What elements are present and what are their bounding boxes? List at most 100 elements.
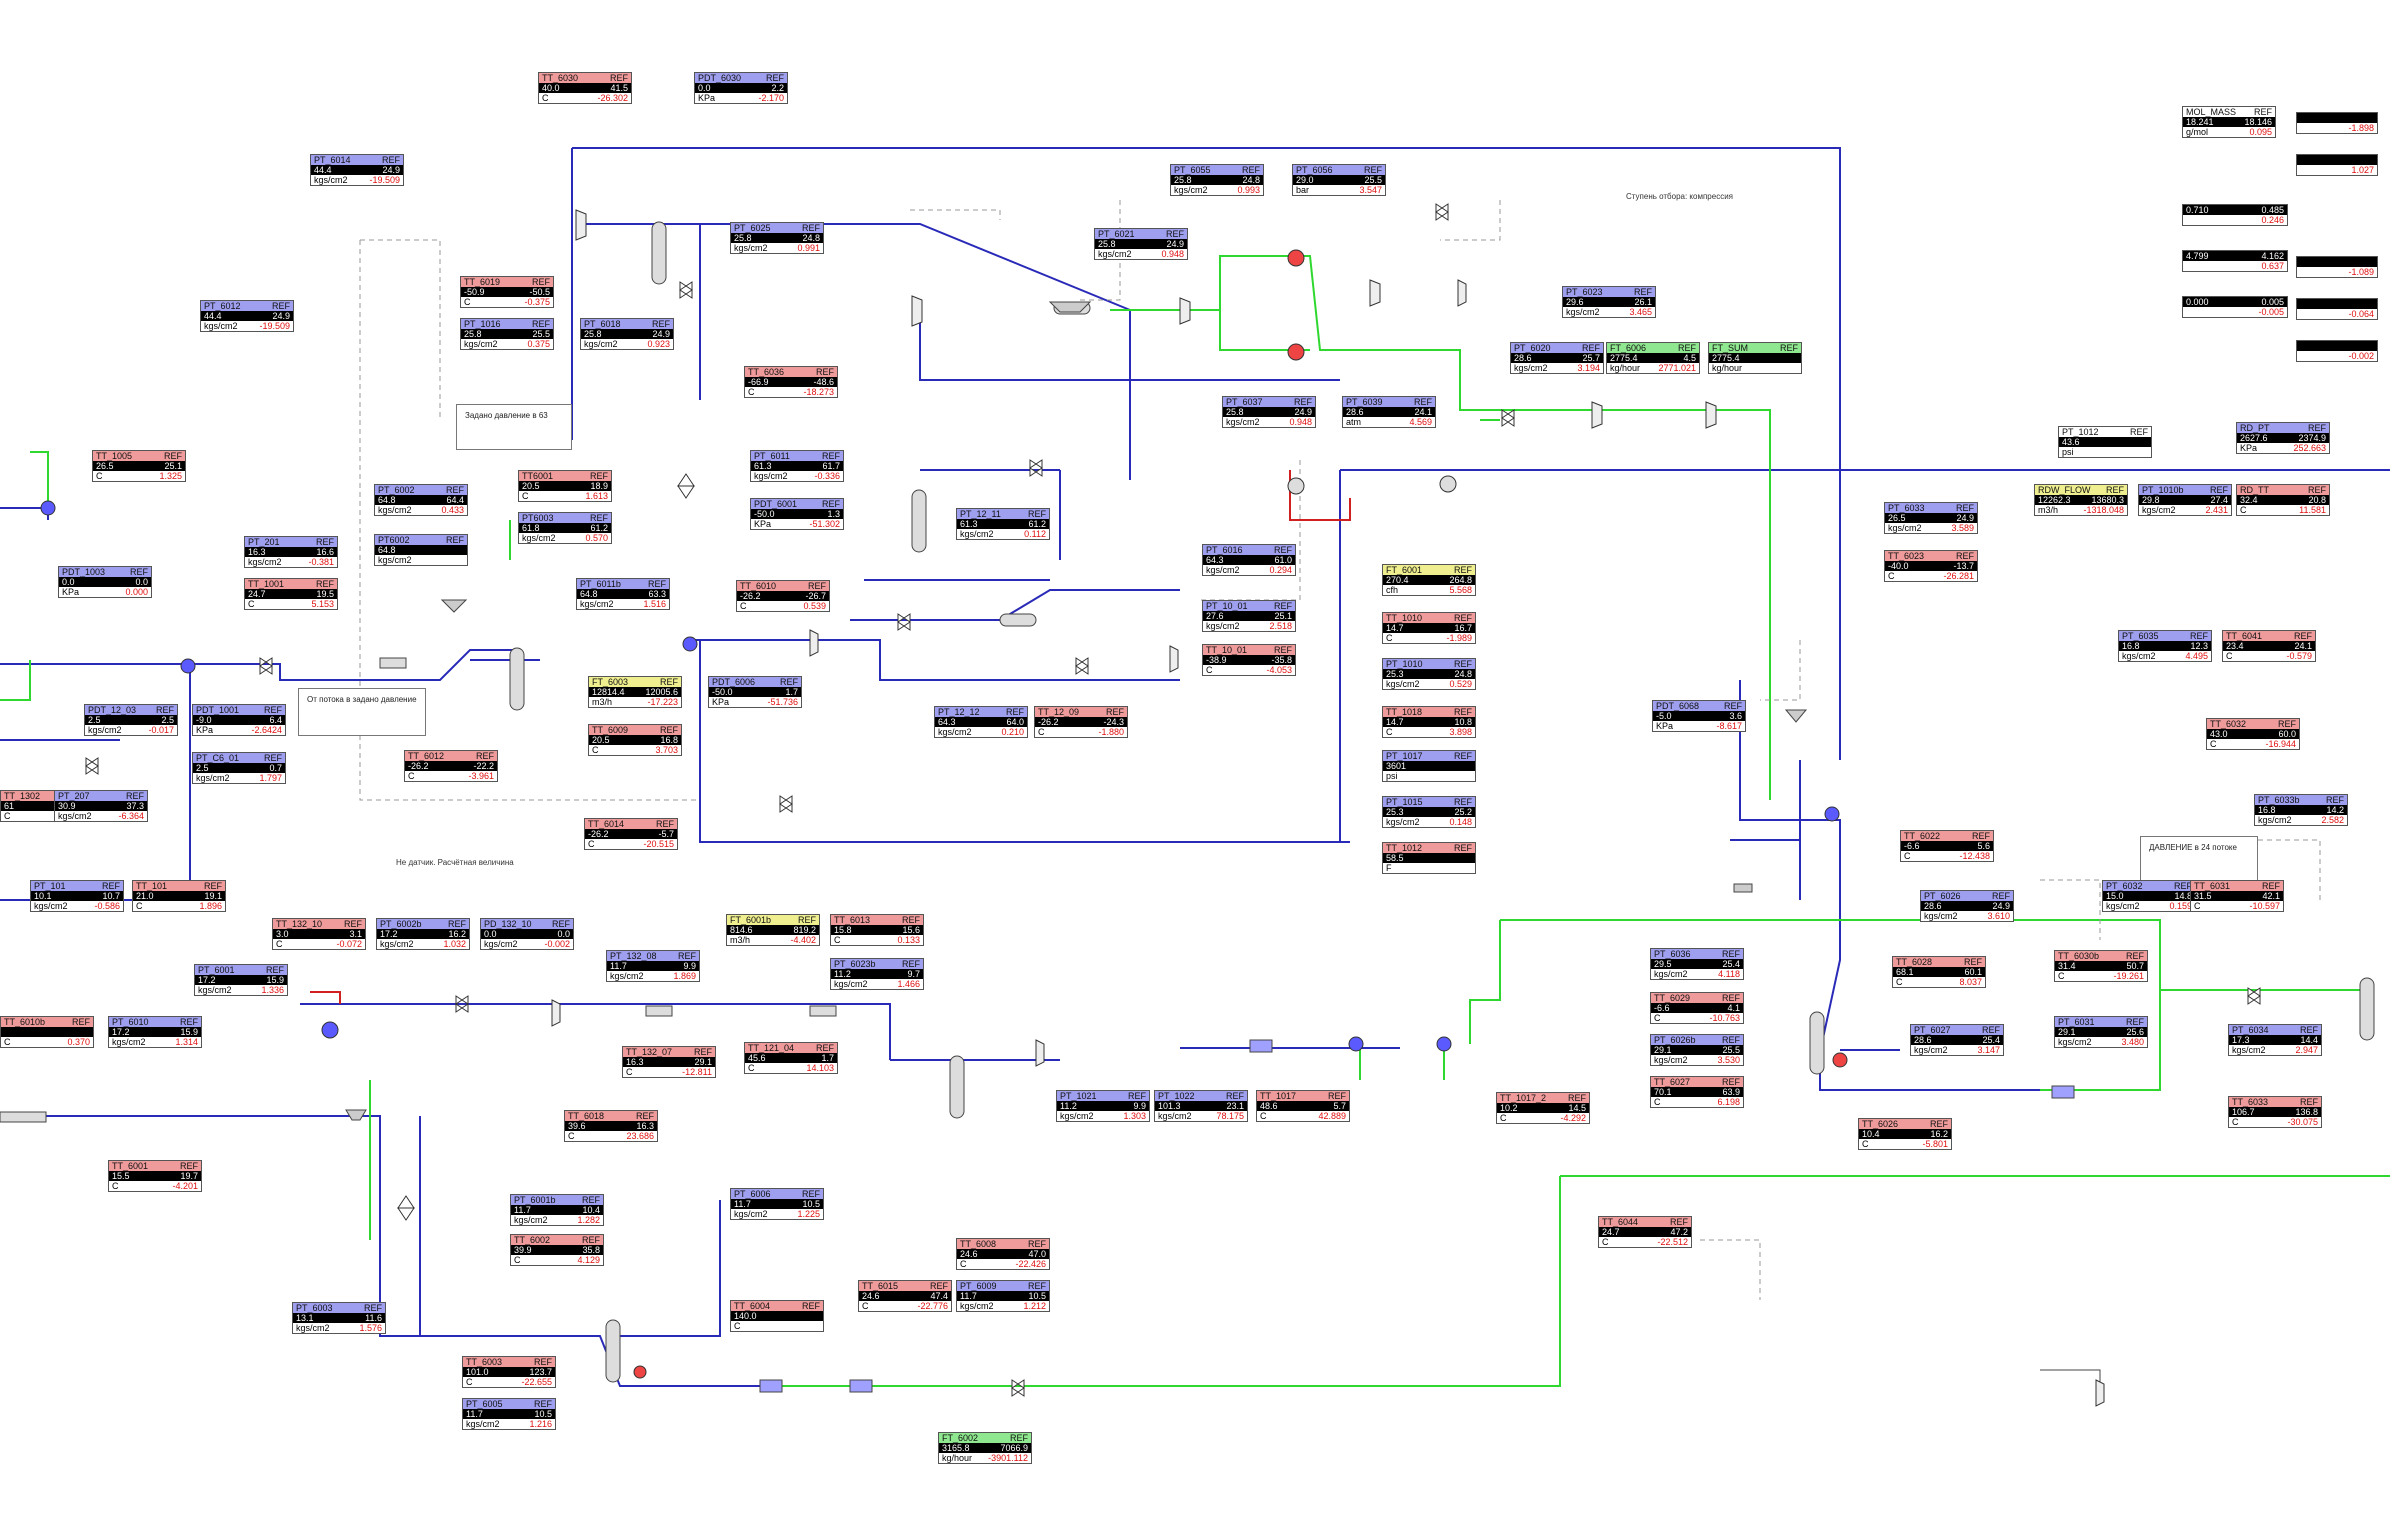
instrument-tag-pt-6018[interactable]: PT_6018REF25.824.9kgs/cm20.923 [580,318,674,350]
instrument-tag-pt-6001b[interactable]: PT_6001bREF11.710.4kgs/cm21.282 [510,1194,604,1226]
instrument-tag-pt-6056[interactable]: PT_6056REF29.025.5bar3.547 [1292,164,1386,196]
instrument-tag-tt-6010[interactable]: TT_6010REF-26.2-26.7C0.539 [736,580,830,612]
instrument-tag-rd-pt[interactable]: RD_PTREF2627.62374.9KPa252.663 [2236,422,2330,454]
instrument-tag-pt-6037[interactable]: PT_6037REF25.824.9kgs/cm20.948 [1222,396,1316,428]
instrument-tag-pt-6001[interactable]: PT_6001REF17.215.9kgs/cm21.336 [194,964,288,996]
instrument-tag-pt-6036[interactable]: PT_6036REF29.525.4kgs/cm24.118 [1650,948,1744,980]
instrument-tag-tt-6012[interactable]: TT_6012REF-26.2-22.2C-3.961 [404,750,498,782]
instrument-tag-tt-6019[interactable]: TT_6019REF-50.9-50.5C-0.375 [460,276,554,308]
instrument-tag-pdt-12-03[interactable]: PDT_12_03REF2.52.5kgs/cm2-0.017 [84,704,178,736]
instrument-tag-tt-1018[interactable]: TT_1018REF14.710.8C3.898 [1382,706,1476,738]
instrument-tag-pt-101[interactable]: PT_101REF10.110.7kgs/cm2-0.586 [30,880,124,912]
instrument-tag-tt-6022[interactable]: TT_6022REF-6.65.6C-12.438 [1900,830,1994,862]
instrument-tag-tt-6014[interactable]: TT_6014REF-26.2-5.7C-20.515 [584,818,678,850]
instrument-tag-pt-12-11[interactable]: PT_12_11REF61.361.2kgs/cm20.112 [956,508,1050,540]
instrument-tag-tt-6002[interactable]: TT_6002REF39.935.8C4.129 [510,1234,604,1266]
instrument-tag-pt-c6-01[interactable]: PT_C6_01REF2.50.7kgs/cm21.797 [192,752,286,784]
instrument-tag-tt-6028[interactable]: TT_6028REF68.160.1C8.037 [1892,956,1986,988]
instrument-tag-ft-6006[interactable]: FT_6006REF2775.44.5kg/hour2771.021 [1606,342,1700,374]
instrument-tag-ft-6003[interactable]: FT_6003REF12814.412005.6m3/h-17.223 [588,676,682,708]
instrument-tag-tt-121-04[interactable]: TT_121_04REF45.61.7C14.103 [744,1042,838,1074]
instrument-tag-pt-6031[interactable]: PT_6031REF29.125.6kgs/cm23.480 [2054,1016,2148,1048]
instrument-tag-pdt-6006[interactable]: PDT_6006REF-50.01.7KPa-51.736 [708,676,802,708]
instrument-tag-pt-1017[interactable]: PT_1017REF3601psi [1382,750,1476,782]
instrument-tag-tt-6031[interactable]: TT_6031REF31.542.1C-10.597 [2190,880,2284,912]
instrument-tag-ft-6002[interactable]: FT_6002REF3165.87066.9kg/hour-3901.112 [938,1432,1032,1464]
instrument-tag-pt-1016[interactable]: PT_1016REF25.825.5kgs/cm20.375 [460,318,554,350]
instrument-tag-pt-6026b[interactable]: PT_6026bREF29.125.5kgs/cm23.530 [1650,1034,1744,1066]
instrument-tag-pt-201[interactable]: PT_201REF16.316.6kgs/cm2-0.381 [244,536,338,568]
instrument-tag-tt6001[interactable]: TT6001REF20.518.9C1.613 [518,470,612,502]
instrument-tag-rdw-flow[interactable]: RDW_FLOWREF12262.313680.3m3/h-1318.048 [2034,484,2128,516]
instrument-tag-pt-6014[interactable]: PT_6014REF44.424.9kgs/cm2-19.509 [310,154,404,186]
instrument-tag-tt-6008[interactable]: TT_6008REF24.647.0C-22.426 [956,1238,1050,1270]
instrument-tag-pt-6021[interactable]: PT_6021REF25.824.9kgs/cm20.948 [1094,228,1188,260]
instrument-tag-pdt-6068[interactable]: PDT_6068REF-5.03.6KPa-8.617 [1652,700,1746,732]
instrument-tag-pt-1012[interactable]: PT_1012REF43.6psi [2058,426,2152,458]
instrument-tag-rd-tt[interactable]: RD_TTREF32.420.8C11.581 [2236,484,2330,516]
instrument-tag-tt-6023[interactable]: TT_6023REF-40.0-13.7C-26.281 [1884,550,1978,582]
instrument-tag-pdt-6001[interactable]: PDT_6001REF-50.01.3KPa-51.302 [750,498,844,530]
instrument-tag-pt-6003[interactable]: PT_6003REF13.111.6kgs/cm21.576 [292,1302,386,1334]
instrument-tag-tt-6036[interactable]: TT_6036REF-66.9-48.6C-18.273 [744,366,838,398]
instrument-tag-pt-6034[interactable]: PT_6034REF17.314.4kgs/cm22.947 [2228,1024,2322,1056]
instrument-tag-tt-6033[interactable]: TT_6033REF106.7136.8C-30.075 [2228,1096,2322,1128]
instrument-tag-tt-1010[interactable]: TT_1010REF14.716.7C-1.989 [1382,612,1476,644]
instrument-tag-tt-6003[interactable]: TT_6003REF101.0123.7C-22.655 [462,1356,556,1388]
instrument-tag-pd-132-10[interactable]: PD_132_10REF0.00.0kgs/cm2-0.002 [480,918,574,950]
instrument-tag-pt-6039[interactable]: PT_6039REF28.624.1atm4.569 [1342,396,1436,428]
instrument-tag-pt-6027[interactable]: PT_6027REF28.625.4kgs/cm23.147 [1910,1024,2004,1056]
instrument-tag-tt-6013[interactable]: TT_6013REF15.815.6C0.133 [830,914,924,946]
instrument-tag-pdt-1001[interactable]: PDT_1001REF-9.06.4KPa-2.6424 [192,704,286,736]
instrument-tag-tt-6044[interactable]: TT_6044REF24.747.2C-22.512 [1598,1216,1692,1248]
instrument-tag-tt-6004[interactable]: TT_6004REF140.0C [730,1300,824,1332]
instrument-tag-pt-6006[interactable]: PT_6006REF11.710.5kgs/cm21.225 [730,1188,824,1220]
instrument-tag-pt-6009[interactable]: PT_6009REF11.710.5kgs/cm21.212 [956,1280,1050,1312]
instrument-tag-tt-6041[interactable]: TT_6041REF23.424.1C-0.579 [2222,630,2316,662]
instrument-tag-pt-1015[interactable]: PT_1015REF25.325.2kgs/cm20.148 [1382,796,1476,828]
instrument-tag-pt-6033[interactable]: PT_6033REF26.524.9kgs/cm23.589 [1884,502,1978,534]
instrument-tag-ft-sum[interactable]: FT_SUMREF2775.4kg/hour [1708,342,1802,374]
instrument-tag-tt-1017-2[interactable]: TT_1017_2REF10.214.5C-4.292 [1496,1092,1590,1124]
instrument-tag-pt-6023b[interactable]: PT_6023bREF11.29.7kgs/cm21.466 [830,958,924,990]
instrument-tag-pt-6002b[interactable]: PT_6002bREF17.216.2kgs/cm21.032 [376,918,470,950]
instrument-tag-tt-1001[interactable]: TT_1001REF24.719.5C5.153 [244,578,338,610]
instrument-tag-pt-10-01[interactable]: PT_10_01REF27.625.1kgs/cm22.518 [1202,600,1296,632]
instrument-tag-pt-6016[interactable]: PT_6016REF64.361.0kgs/cm20.294 [1202,544,1296,576]
instrument-tag-pt-6012[interactable]: PT_6012REF44.424.9kgs/cm2-19.509 [200,300,294,332]
instrument-tag-pt-6025[interactable]: PT_6025REF25.824.8kgs/cm20.991 [730,222,824,254]
instrument-tag-pt-6010[interactable]: PT_6010REF17.215.9kgs/cm21.314 [108,1016,202,1048]
instrument-tag-mol-mass[interactable]: MOL_MASSREF18.24118.146g/mol0.095 [2182,106,2276,138]
instrument-tag-tt-6026[interactable]: TT_6026REF10.416.2C-5.801 [1858,1118,1952,1150]
instrument-tag-pt-1021[interactable]: PT_1021REF11.29.9kgs/cm21.303 [1056,1090,1150,1122]
instrument-tag-pt-1010[interactable]: PT_1010REF25.324.8kgs/cm20.529 [1382,658,1476,690]
instrument-tag-pt-6055[interactable]: PT_6055REF25.824.8kgs/cm20.993 [1170,164,1264,196]
instrument-tag-tt-12-09[interactable]: TT_12_09REF-26.2-24.3C-1.880 [1034,706,1128,738]
instrument-tag-pdt-1003[interactable]: PDT_1003REF0.00.0KPa0.000 [58,566,152,598]
instrument-tag-tt-132-10[interactable]: TT_132_10REF3.03.1C-0.072 [272,918,366,950]
instrument-tag-pt-6011b[interactable]: PT_6011bREF64.863.3kgs/cm21.516 [576,578,670,610]
instrument-tag-tt-6029[interactable]: TT_6029REF-6.64.1C-10.763 [1650,992,1744,1024]
instrument-tag-pt-6002[interactable]: PT_6002REF64.864.4kgs/cm20.433 [374,484,468,516]
instrument-tag-tt-6030b[interactable]: TT_6030bREF31.450.7C-19.261 [2054,950,2148,982]
instrument-tag-pt-207[interactable]: PT_207REF30.937.3kgs/cm2-6.364 [54,790,148,822]
instrument-tag-tt-6010b[interactable]: TT_6010bREFC0.370 [0,1016,94,1048]
instrument-tag-tt-6027[interactable]: TT_6027REF70.163.9C6.198 [1650,1076,1744,1108]
instrument-tag-tt-101[interactable]: TT_101REF21.019.1C1.896 [132,880,226,912]
instrument-tag-tt-10-01[interactable]: TT_10_01REF-38.9-35.8C-4.053 [1202,644,1296,676]
instrument-tag-tt-6009[interactable]: TT_6009REF20.516.8C3.703 [588,724,682,756]
instrument-tag-ft-6001[interactable]: FT_6001REF270.4264.8cfh5.568 [1382,564,1476,596]
instrument-tag-pt6003[interactable]: PT6003REF61.861.2kgs/cm20.570 [518,512,612,544]
instrument-tag-pt-6033b[interactable]: PT_6033bREF16.814.2kgs/cm22.582 [2254,794,2348,826]
instrument-tag-pt-132-08[interactable]: PT_132_08REF11.79.9kgs/cm21.869 [606,950,700,982]
instrument-tag-tt-1012[interactable]: TT_1012REF58.5F [1382,842,1476,874]
instrument-tag-tt-6015[interactable]: TT_6015REF24.647.4C-22.776 [858,1280,952,1312]
instrument-tag-pt-6035[interactable]: PT_6035REF16.812.3kgs/cm24.495 [2118,630,2212,662]
instrument-tag-pt-12-12[interactable]: PT_12_12REF64.364.0kgs/cm20.210 [934,706,1028,738]
instrument-tag-pt-6005[interactable]: PT_6005REF11.710.5kgs/cm21.216 [462,1398,556,1430]
instrument-tag-pt6002[interactable]: PT6002REF64.8kgs/cm2 [374,534,468,566]
instrument-tag-pt-6026[interactable]: PT_6026REF28.624.9kgs/cm23.610 [1920,890,2014,922]
instrument-tag-pt-6020[interactable]: PT_6020REF28.625.7kgs/cm23.194 [1510,342,1604,374]
instrument-tag-pdt-6030[interactable]: PDT_6030REF0.02.2KPa-2.170 [694,72,788,104]
instrument-tag-pt-6011[interactable]: PT_6011REF61.361.7kgs/cm2-0.336 [750,450,844,482]
